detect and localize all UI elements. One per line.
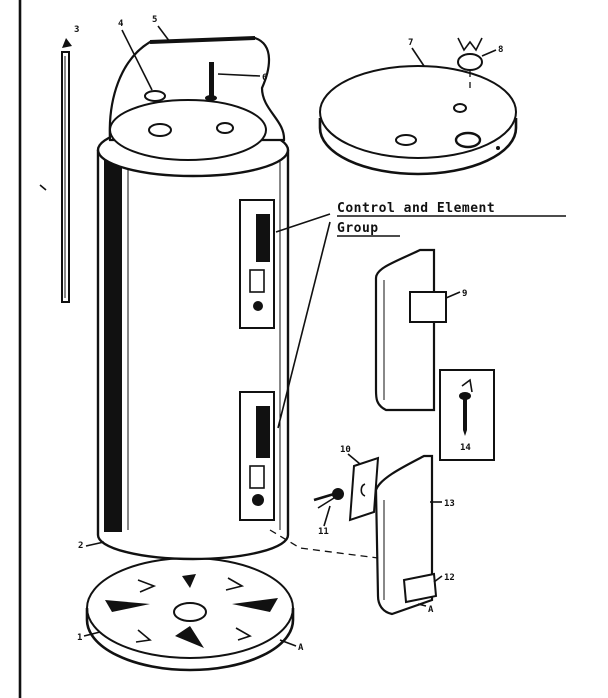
leader-4	[121, 29, 153, 91]
assembly-dash-line	[269, 529, 379, 559]
callout-14: 14	[460, 443, 471, 453]
thermostat-cover-10	[348, 456, 380, 522]
callout-5: 5	[152, 15, 157, 25]
svg-text:Control and Element: Control and Element	[337, 201, 495, 216]
leader-A-cover	[417, 603, 427, 607]
callout-11: 11	[318, 527, 329, 537]
callout-4: 4	[118, 19, 124, 29]
anode-rod	[39, 38, 72, 303]
top-cover	[318, 37, 518, 176]
screw-11	[313, 488, 344, 509]
callout-13: 13	[444, 499, 455, 509]
leader-8	[481, 49, 497, 57]
leader-5	[157, 25, 171, 43]
callout-2: 2	[78, 541, 83, 551]
tank-top-insulation	[108, 36, 286, 161]
leader-1	[83, 631, 101, 637]
leader-9	[445, 291, 461, 299]
lower-element-opening	[239, 391, 275, 521]
callout-12: 12	[444, 573, 455, 583]
callout-9: 9	[462, 289, 467, 299]
screw-card	[439, 369, 495, 461]
leader-7	[411, 47, 425, 67]
upper-access-cover	[374, 248, 447, 412]
callout-1: 1	[77, 633, 82, 643]
leader-11	[323, 505, 331, 527]
callout-10: 10	[340, 445, 351, 455]
control-element-group-label: Control and Element Group	[275, 201, 566, 429]
leader-2	[85, 541, 105, 547]
leader-10	[347, 453, 361, 465]
callout-7: 7	[408, 38, 413, 48]
callout-8: 8	[498, 45, 503, 55]
upper-element-opening	[239, 199, 275, 329]
callout-A-pan: A	[298, 643, 304, 653]
leader-12	[433, 575, 443, 583]
callout-6: 6	[262, 73, 267, 83]
leader-A-pan	[279, 639, 297, 647]
lower-access-cover	[374, 454, 438, 616]
callout-3: 3	[74, 25, 79, 35]
svg-text:Group: Group	[337, 221, 379, 236]
drain-pan	[85, 557, 295, 672]
leader-6	[217, 73, 261, 77]
callout-A-cover: A	[428, 605, 434, 615]
